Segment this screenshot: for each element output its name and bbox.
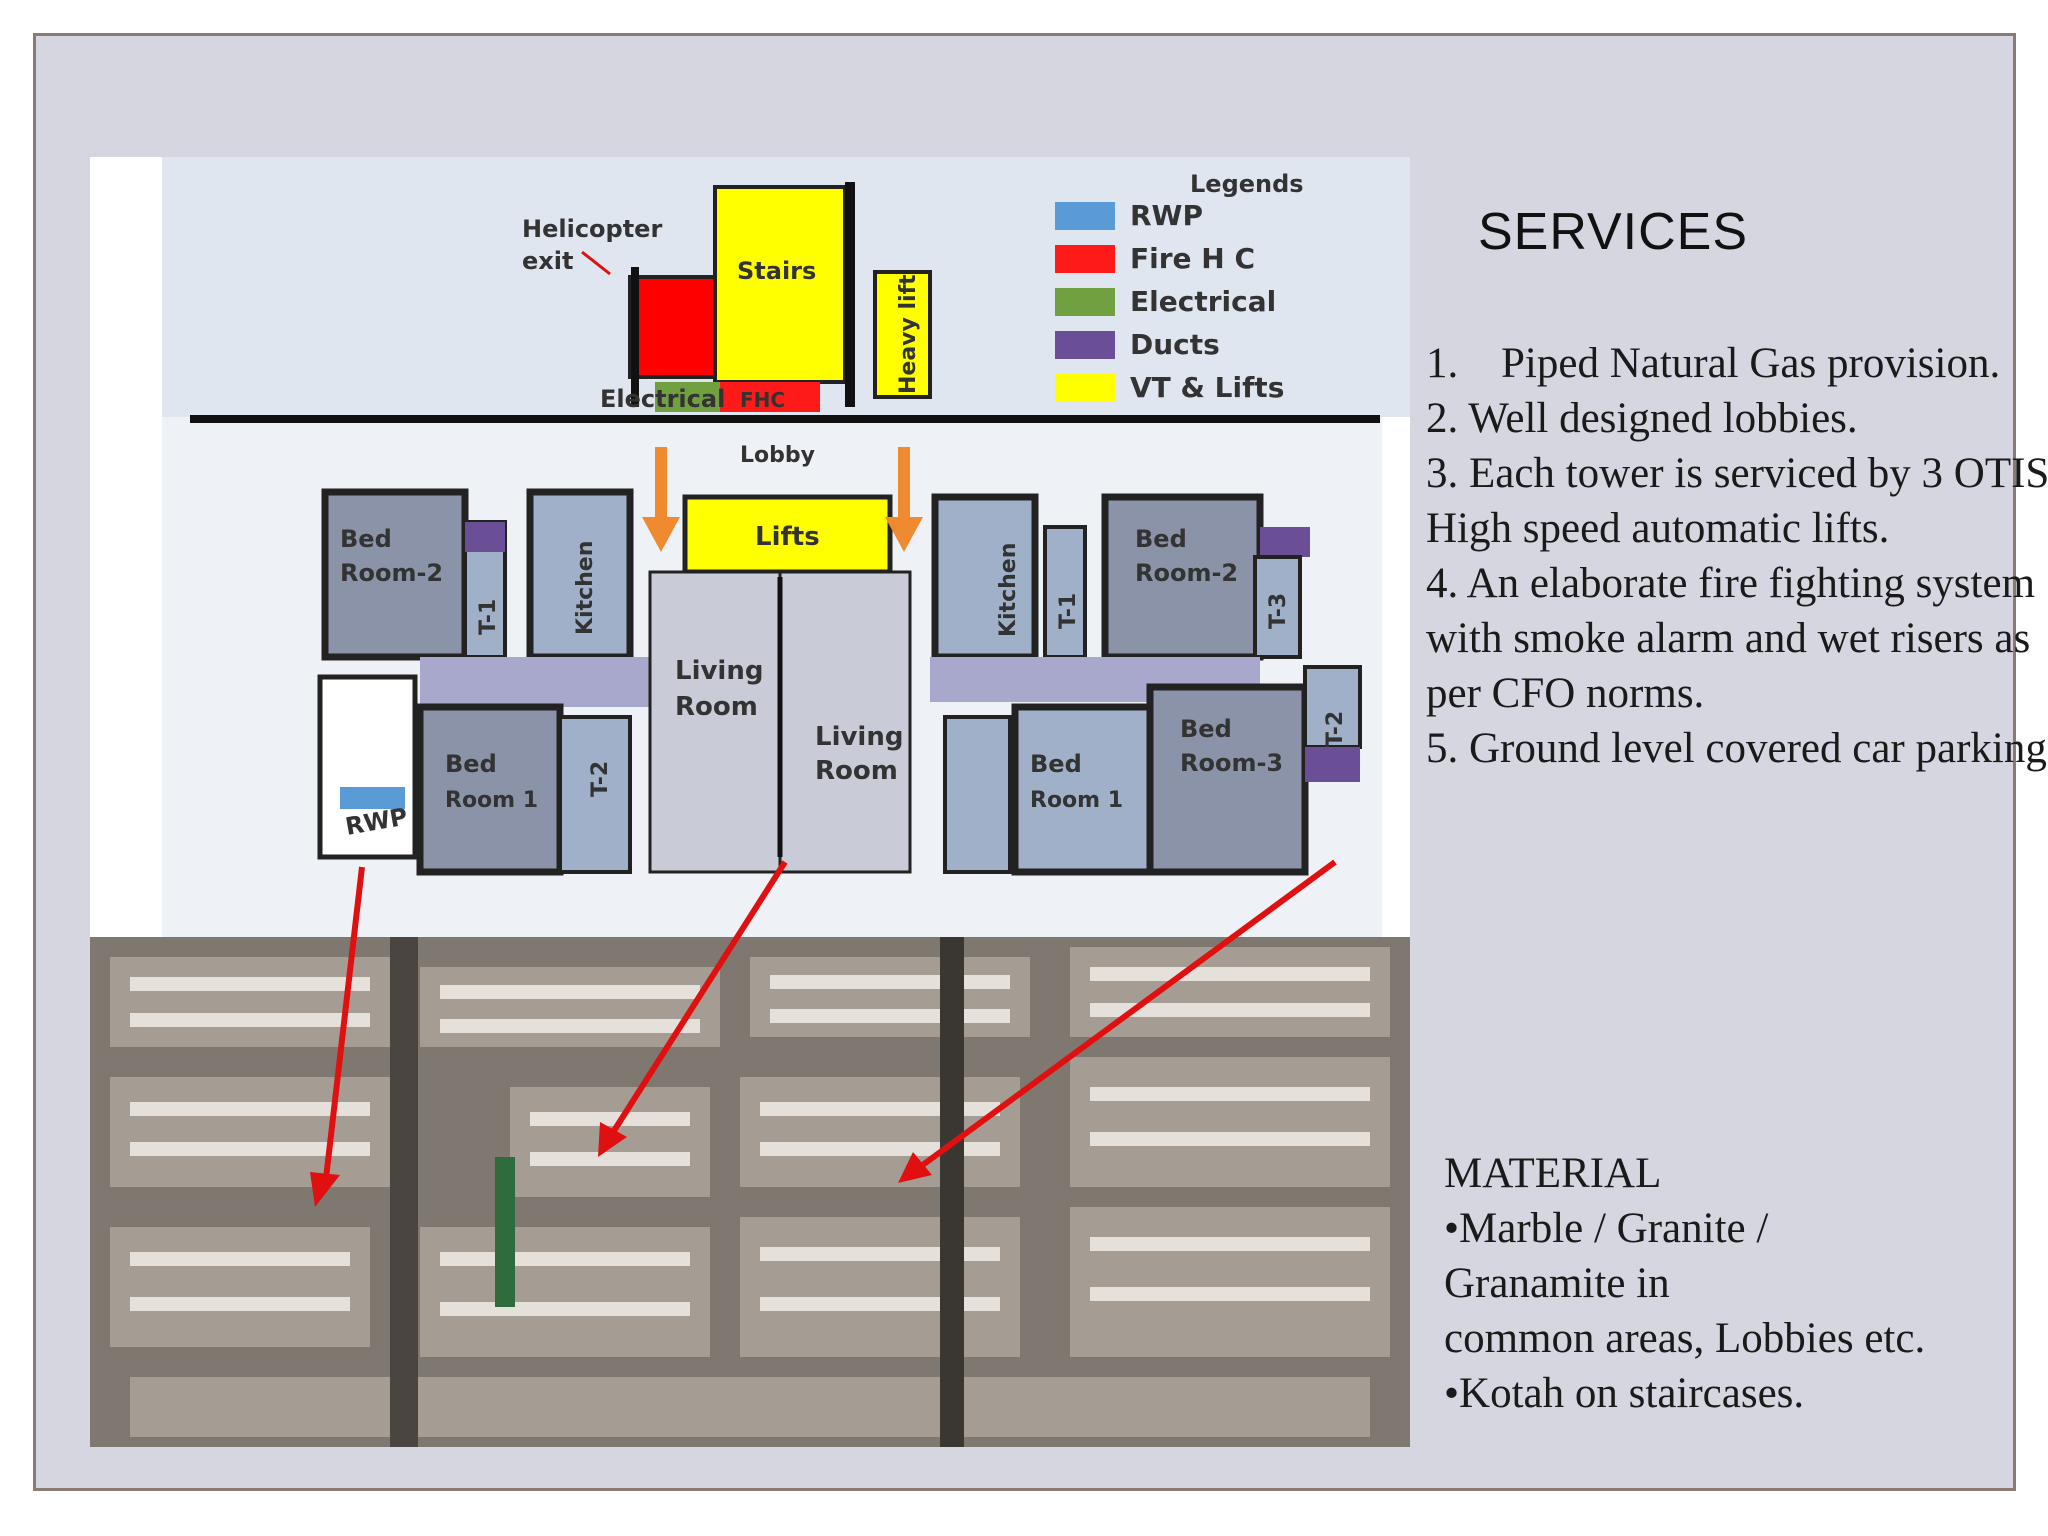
floor-plan-diagram: Legends RWP Fire H C Electrical Ducts VT…: [90, 157, 1410, 1447]
services-list: 1. Piped Natural Gas provision. 2. Well d…: [1426, 336, 2048, 776]
material-title: MATERIAL: [1444, 1150, 1662, 1197]
item-number: 1.: [1426, 340, 1459, 387]
electrical-label: Electrical: [600, 385, 725, 413]
living-label: Living: [675, 656, 763, 686]
services-item: 2. Well designed lobbies.: [1426, 395, 1858, 442]
services-item: 5. Ground level covered car parking.: [1426, 725, 2048, 772]
floor-plan-figure: Legends RWP Fire H C Electrical Ducts VT…: [90, 157, 1410, 1447]
material-line: Granamite in: [1444, 1260, 1670, 1307]
slide: Legends RWP Fire H C Electrical Ducts VT…: [33, 33, 2048, 1491]
room-label: Room: [675, 692, 758, 722]
services-title: SERVICES: [1478, 203, 1749, 261]
heavy-lift-label: Heavy lift: [896, 274, 921, 394]
legend-ducts: Ducts: [1130, 328, 1220, 361]
toilet-label: T-1: [1056, 593, 1081, 629]
kitchen-label: Kitchen: [573, 541, 598, 635]
bed-label: Bed: [340, 525, 392, 553]
item-text: Piped Natural Gas provision.: [1501, 340, 2001, 387]
bed-label: Bed: [445, 750, 497, 778]
bed-label: Bed: [1135, 525, 1187, 553]
legend-fire-hc: Fire H C: [1130, 242, 1255, 275]
legend-title: Legends: [1190, 170, 1304, 198]
material-line: common areas, Lobbies etc.: [1444, 1315, 1926, 1362]
toilet-label: T-3: [1266, 593, 1291, 629]
helicopter-label: Helicopter: [522, 215, 662, 243]
exit-label: exit: [522, 247, 573, 275]
kitchen-label: Kitchen: [996, 543, 1021, 637]
room-label: Room: [815, 756, 898, 786]
room-label: Room-3: [1180, 749, 1283, 777]
bed-label: Bed: [1180, 715, 1232, 743]
services-item: 4. An elaborate fire fighting system wit…: [1426, 560, 2036, 717]
services-item: 3. Each tower is serviced by 3 OTIS High…: [1426, 450, 2048, 552]
material-section: MATERIAL •Marble / Granite / Granamite i…: [1444, 1146, 2048, 1421]
toilet-label: T-1: [476, 599, 501, 635]
legend-vt-lifts: VT & Lifts: [1130, 371, 1284, 404]
services-item: 1. Piped Natural Gas provision.: [1426, 336, 2048, 391]
stairs-label: Stairs: [737, 257, 816, 285]
room-label: Room 1: [445, 788, 538, 813]
material-line: •Kotah on staircases.: [1444, 1370, 1805, 1417]
bed-label: Bed: [1030, 750, 1082, 778]
living-label: Living: [815, 722, 903, 752]
room-label: Room-2: [1135, 559, 1238, 587]
legend-electrical: Electrical: [1130, 285, 1276, 318]
material-line: •Marble / Granite /: [1444, 1205, 1769, 1252]
room-label: Room-2: [340, 559, 443, 587]
toilet-label: T-2: [588, 761, 613, 797]
lobby-label: Lobby: [740, 443, 815, 468]
room-label: Room 1: [1030, 788, 1123, 813]
lifts-label: Lifts: [755, 522, 820, 552]
toilet-label: T-2: [1323, 711, 1348, 747]
legend-rwp: RWP: [1130, 199, 1203, 232]
fhc-label: FHC: [740, 388, 785, 412]
